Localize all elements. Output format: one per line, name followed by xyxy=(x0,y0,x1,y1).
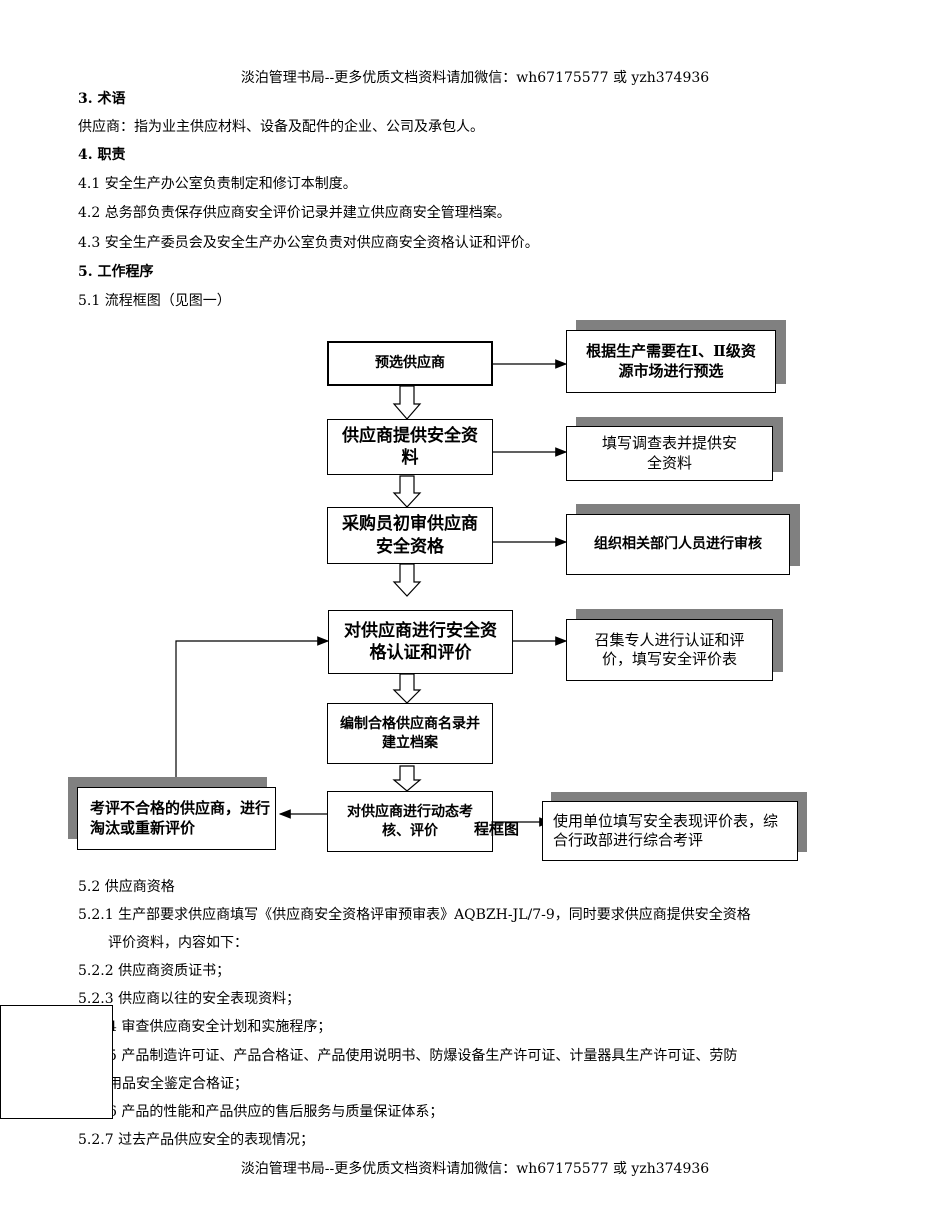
blank-overlay-box xyxy=(0,1005,113,1119)
section-5-title: 5. 工作程序 xyxy=(78,264,154,280)
flow-step-provide-materials: 供应商提供安全资料 xyxy=(327,419,493,475)
section-5-2-6: 6 产品的性能和产品供应的售后服务与质量保证体系； xyxy=(108,1104,444,1120)
section-4-2: 4.2 总务部负责保存供应商安全评价记录并建立供应商安全管理档案。 xyxy=(78,205,511,221)
page-header: 淡泊管理书局--更多优质文档资料请加微信：wh67175577 或 yzh374… xyxy=(240,70,710,86)
section-5-2-2: 5.2.2 供应商资质证书； xyxy=(78,963,231,979)
section-5-2-1: 5.2.1 生产部要求供应商填写《供应商安全资格评审预审表》AQBZH-JL/7… xyxy=(78,907,751,923)
flow-step-preselect: 预选供应商 xyxy=(327,341,493,386)
section-4-1: 4.1 安全生产办公室负责制定和修订本制度。 xyxy=(78,176,357,192)
flow-reject-box: 考评不合格的供应商，进行淘汰或重新评价 xyxy=(77,787,276,850)
flowchart-connectors xyxy=(175,359,568,827)
flow-step-initial-review: 采购员初审供应商安全资格 xyxy=(327,507,493,564)
flow-side-preselect-note: 根据生产需要在Ⅰ、Ⅱ级资源市场进行预选 xyxy=(566,330,776,393)
flow-side-survey-note: 填写调查表并提供安全资料 xyxy=(566,426,773,481)
flow-step-certification: 对供应商进行安全资格认证和评价 xyxy=(328,610,513,674)
flow-side-evaluation-note: 召集专人进行认证和评价，填写安全评价表 xyxy=(566,619,773,681)
section-5-2-title: 5.2 供应商资格 xyxy=(78,879,175,895)
flow-step-qualified-list: 编制合格供应商名录并建立档案 xyxy=(327,703,493,764)
section-5-2-1-continued: 评价资料，内容如下： xyxy=(108,935,248,951)
section-5-2-3: 5.2.3 供应商以往的安全表现资料； xyxy=(78,991,301,1007)
section-4-title: 4. 职责 xyxy=(78,147,126,163)
section-5-2-7: 5.2.7 过去产品供应安全的表现情况； xyxy=(78,1132,315,1148)
section-5-2-5-continued: 用品安全鉴定合格证； xyxy=(108,1076,248,1092)
section-5-2-4: 4 审查供应商安全计划和实施程序； xyxy=(108,1019,332,1035)
flow-step-dynamic-assessment: 对供应商进行动态考核、评价 xyxy=(327,791,493,852)
flow-side-performance-note: 使用单位填写安全表现评价表，综合行政部进行综合考评 xyxy=(542,801,798,861)
section-4-3: 4.3 安全生产委员会及安全生产办公室负责对供应商安全资格认证和评价。 xyxy=(78,235,539,251)
section-5-2-5: 5 产品制造许可证、产品合格证、产品使用说明书、防爆设备生产许可证、计量器具生产… xyxy=(108,1048,738,1064)
section-3-text: 供应商：指为业主供应材料、设备及配件的企业、公司及承包人。 xyxy=(78,119,484,135)
section-3-title: 3. 术语 xyxy=(78,91,126,107)
page-footer: 淡泊管理书局--更多优质文档资料请加微信：wh67175577 或 yzh374… xyxy=(240,1161,710,1177)
section-5-1: 5.1 流程框图（见图一） xyxy=(78,293,231,309)
flow-overlap-caption: 程框图 xyxy=(474,820,520,838)
flow-side-audit-note: 组织相关部门人员进行审核 xyxy=(566,514,790,575)
